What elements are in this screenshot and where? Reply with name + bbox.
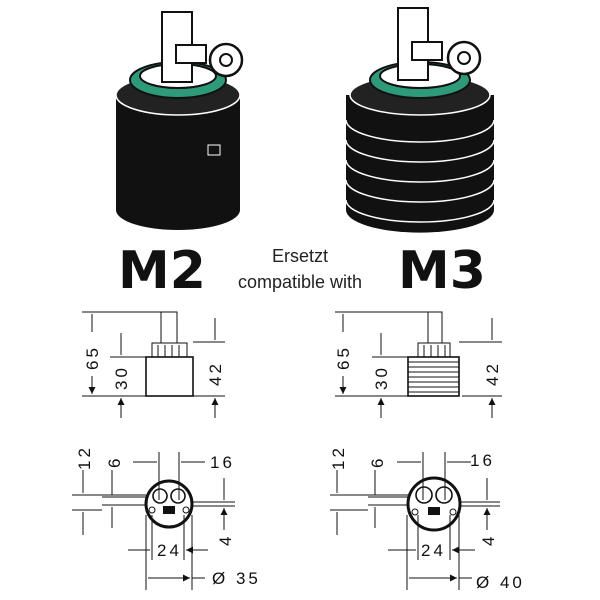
m3-height-30: 30 [372, 365, 391, 390]
m2-label: M2 [118, 241, 206, 301]
m2-dim-4: 4 [216, 534, 235, 546]
m3-cartridge-illustration [345, 7, 495, 233]
m2-bottom-view [72, 452, 235, 590]
m2-height-65: 65 [83, 345, 102, 370]
m2-dim-6: 6 [105, 456, 124, 468]
m2-height-30: 30 [112, 365, 131, 390]
m3-height-42: 42 [483, 361, 502, 386]
compatible-label: compatible with [238, 272, 362, 292]
m2-cartridge-illustration [115, 11, 244, 230]
m2-diameter: Ø 35 [212, 569, 261, 588]
m2-dim-24: 24 [157, 541, 182, 560]
m3-side-elevation [335, 311, 502, 418]
replaces-label: Ersetzt [272, 246, 328, 266]
m3-dim-24: 24 [421, 541, 446, 560]
m3-diameter: Ø 40 [476, 573, 525, 592]
m2-dim-16: 16 [210, 453, 235, 472]
m3-bottom-view [330, 452, 500, 590]
m3-dim-6: 6 [368, 456, 387, 468]
m3-label: M3 [398, 241, 486, 301]
m2-side-elevation [82, 311, 225, 418]
m2-height-42: 42 [206, 361, 225, 386]
m3-dim-4: 4 [479, 534, 498, 546]
m2-dim-12: 12 [75, 445, 94, 470]
m3-dim-16: 16 [470, 451, 495, 470]
m3-height-65: 65 [334, 345, 353, 370]
m3-dim-12: 12 [329, 445, 348, 470]
